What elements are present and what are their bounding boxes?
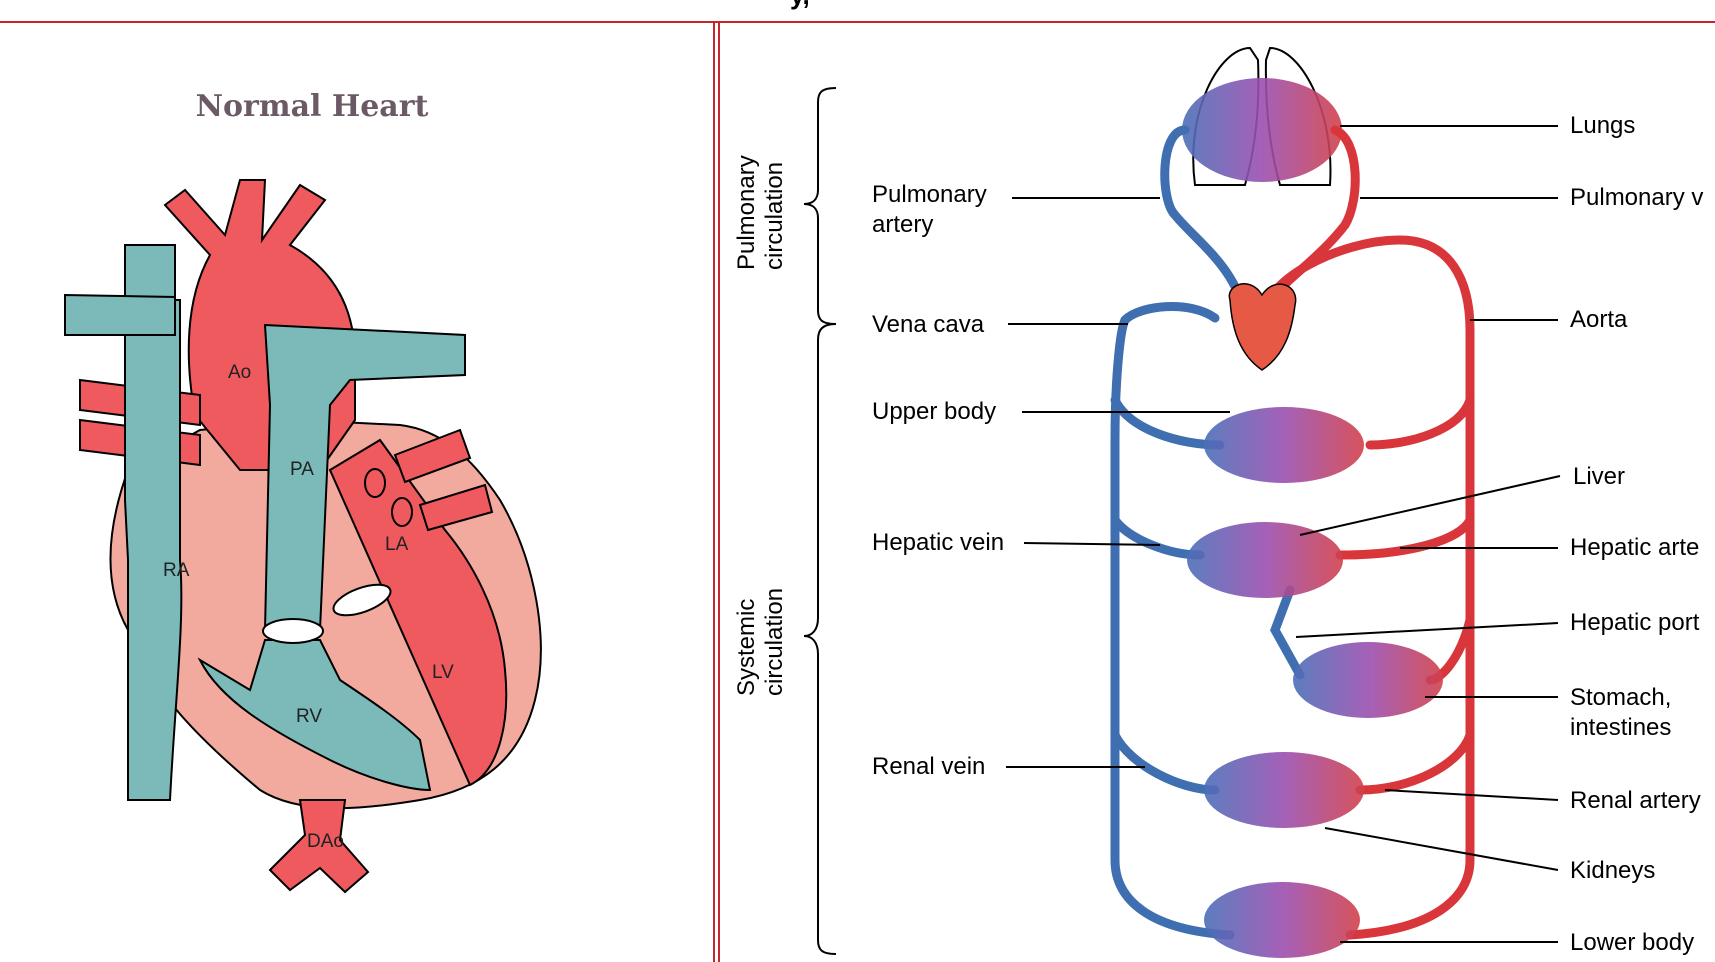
- label-kidneys: Kidneys: [1570, 857, 1655, 884]
- label-ao: Ao: [228, 362, 251, 383]
- label-aorta: Aorta: [1570, 306, 1628, 333]
- pulmonary-circulation-label-1: Pulmonary: [733, 155, 760, 270]
- label-upper-body: Upper body: [872, 398, 996, 425]
- kidney-capillary-bed: [1204, 752, 1364, 828]
- pulmonary-brace: [804, 88, 836, 324]
- circulation-panel: Pulmonary circulation Systemic circulati…: [733, 48, 1703, 958]
- label-pa: PA: [290, 459, 314, 480]
- label-hepatic-vein: Hepatic vein: [872, 529, 1004, 556]
- label-vena-cava: Vena cava: [872, 311, 985, 338]
- upper-body-capillary-bed: [1204, 407, 1364, 483]
- lung-capillary-bed: [1182, 78, 1342, 182]
- label-rv: RV: [296, 706, 322, 727]
- lungs: [1182, 48, 1342, 185]
- label-lower-body: Lower body: [1570, 929, 1694, 956]
- label-stomach-2: intestines: [1570, 714, 1671, 741]
- label-ra: RA: [163, 560, 190, 581]
- label-dao: DAo: [307, 831, 344, 852]
- lower-body-capillary-bed: [1204, 882, 1360, 958]
- label-pulmonary-artery-2: artery: [872, 211, 933, 238]
- label-lv: LV: [432, 662, 454, 683]
- panel-title: Normal Heart: [196, 89, 429, 124]
- label-pulmonary-vein: Pulmonary v: [1570, 184, 1703, 211]
- label-lungs: Lungs: [1570, 112, 1635, 139]
- pulmonary-circulation-label-2: circulation: [761, 162, 788, 270]
- svc-branch: [65, 295, 175, 335]
- systemic-circulation-label-1: Systemic: [733, 599, 760, 696]
- header-fragment: y,: [790, 0, 810, 10]
- systemic-circulation-label-2: circulation: [761, 588, 788, 696]
- heart-icon: [1229, 284, 1295, 370]
- pulmonary-valve: [263, 619, 323, 643]
- label-stomach-1: Stomach,: [1570, 684, 1671, 711]
- heart-illustration: Ao PA LA RA LV RV DAo: [65, 180, 541, 892]
- label-hepatic-portal: Hepatic port: [1570, 609, 1700, 636]
- label-la: LA: [385, 534, 409, 555]
- label-hepatic-artery: Hepatic arte: [1570, 534, 1699, 561]
- intestine-capillary-bed: [1293, 642, 1443, 718]
- label-renal-vein: Renal vein: [872, 753, 985, 780]
- label-pulmonary-artery-1: Pulmonary: [872, 181, 987, 208]
- normal-heart-panel: Normal Heart Ao: [65, 89, 541, 892]
- label-renal-artery: Renal artery: [1570, 787, 1701, 814]
- label-liver: Liver: [1573, 463, 1625, 490]
- systemic-brace: [804, 324, 836, 954]
- liver-capillary-bed: [1187, 522, 1343, 598]
